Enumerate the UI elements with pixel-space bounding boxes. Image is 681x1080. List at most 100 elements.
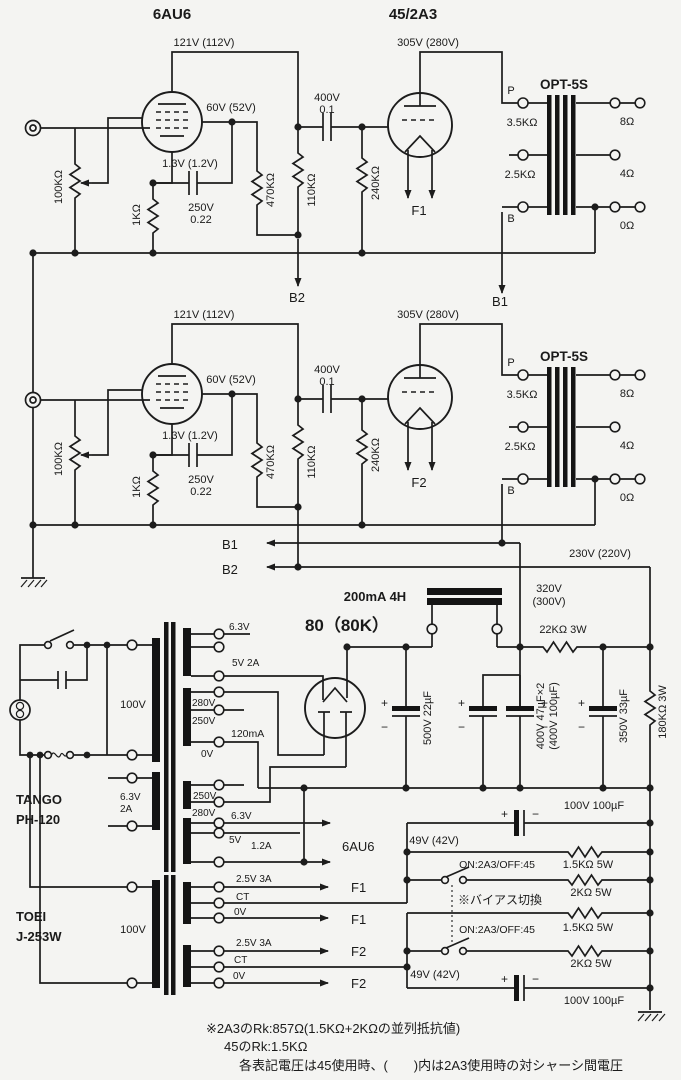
- label-plate-resistor: 110KΩ: [306, 173, 318, 206]
- label-cathode-voltage: 1.3V (1.2V): [162, 430, 218, 442]
- label-opt-p: P: [507, 85, 514, 97]
- label-opt-0ohm: 0Ω: [620, 492, 634, 504]
- label-plate-voltage: 121V (112V): [174, 309, 235, 321]
- label-opt-b: B: [507, 213, 514, 225]
- label-f2-a: F2: [351, 944, 366, 959]
- cap1-minus: −: [381, 720, 388, 734]
- label-opt-name: OPT-5S: [540, 77, 588, 92]
- label-opt-p: P: [507, 357, 514, 369]
- label-plate-resistor: 110KΩ: [306, 445, 318, 478]
- label-pt-0v: 0V: [201, 749, 214, 760]
- label-pt-280: 280V: [192, 698, 216, 709]
- label-filament-1: F1: [411, 203, 426, 218]
- bias-cap-bot-plus: +: [501, 972, 508, 986]
- label-grid-resistor: 240KΩ: [370, 438, 382, 472]
- label-opt-25k: 2.5KΩ: [505, 441, 536, 453]
- label-filament-2: F2: [411, 475, 426, 490]
- label-opt-35k: 3.5KΩ: [507, 117, 538, 129]
- cap3-plus: +: [541, 696, 548, 710]
- label-screen-resistor: 470KΩ: [265, 445, 277, 479]
- channel-1: 6AU6 45/2A3 121V (112V) 305V (280V) OPT-…: [26, 6, 645, 309]
- label-coupling-uf: 0.1: [319, 376, 334, 388]
- label-f1-b: F1: [351, 912, 366, 927]
- label-coupling-v: 400V: [314, 364, 340, 376]
- note-line-3: 各表記電圧は45使用時、( )内は2A3使用時の対シャーシ間電圧: [239, 1058, 623, 1073]
- label-opt-0ohm: 0Ω: [620, 220, 634, 232]
- label-f1-a: F1: [351, 880, 366, 895]
- bias-cap-top-plus: +: [501, 807, 508, 821]
- bias-cap-bot-minus: −: [532, 972, 539, 986]
- cap2-plus: +: [458, 696, 465, 710]
- label-b2-feed: B2: [289, 290, 305, 305]
- label-bias-r1-1: 1.5KΩ 5W: [563, 859, 614, 871]
- label-bias-r1-2: 1.5KΩ 5W: [563, 922, 614, 934]
- label-ft-ct-b: CT: [234, 955, 247, 966]
- tube-title-driver: 6AU6: [153, 6, 191, 23]
- label-bias-switch-note: ※バイアス切換: [458, 893, 542, 907]
- label-opt-35k: 3.5KΩ: [507, 389, 538, 401]
- label-line-voltage: 230V (220V): [569, 548, 631, 560]
- label-opt-b: B: [507, 485, 514, 497]
- label-choke: 200mA 4H: [344, 589, 406, 604]
- label-opt-25k: 2.5KΩ: [505, 169, 536, 181]
- label-output-plate-voltage: 305V (280V): [397, 37, 459, 49]
- label-bias-v-1: 49V (42V): [409, 835, 459, 847]
- label-bypass-cap-v: 250V: [188, 474, 214, 486]
- label-cap4: 350V 33µF: [618, 689, 630, 743]
- label-bias-cap-bottom: 100V 100µF: [564, 995, 624, 1007]
- label-bypass-cap-uf: 0.22: [190, 214, 211, 226]
- label-ft-25a: 2.5V 3A: [236, 874, 272, 885]
- label-bleeder: 180KΩ 3W: [657, 685, 669, 739]
- label-ft-primary: 100V: [120, 924, 146, 936]
- label-cap23-2: (400V 100µF): [548, 682, 560, 749]
- label-dropper: 22KΩ 3W: [539, 624, 587, 636]
- label-pt-brand: TANGO: [16, 792, 62, 807]
- label-cap23-1: 400V 47µF×2: [535, 683, 547, 750]
- label-ft-0v-b: 0V: [233, 971, 246, 982]
- label-output-plate-voltage: 305V (280V): [397, 309, 459, 321]
- label-pt-primary: 100V: [120, 699, 146, 711]
- label-volume-pot: 100KΩ: [53, 442, 65, 476]
- label-cathode-resistor: 1KΩ: [131, 476, 143, 498]
- label-choke-out-v1: 320V: [536, 583, 562, 595]
- label-bias-r2-2: 2KΩ 5W: [570, 958, 612, 970]
- label-grid-resistor: 240KΩ: [370, 166, 382, 200]
- channel-2: 121V (112V) 305V (280V) OPT-5S 60V (52V)…: [26, 309, 645, 567]
- label-bias-sw-2: ON:2A3/OFF:45: [459, 924, 535, 936]
- label-screen-voltage: 60V (52V): [206, 374, 256, 386]
- label-bias-v-2: 49V (42V): [410, 969, 460, 981]
- label-pt-h-rating: 1.2A: [251, 841, 272, 852]
- label-opt-4ohm: 4Ω: [620, 440, 634, 452]
- label-ft-ct-a: CT: [236, 892, 249, 903]
- label-pt-b250: 250V: [193, 791, 217, 802]
- cap4-minus: −: [578, 720, 585, 734]
- label-pt-aux2: 2A: [120, 804, 133, 815]
- label-ft-model: J-253W: [16, 929, 62, 944]
- label-opt-8ohm: 8Ω: [620, 116, 634, 128]
- filament-transformer: TOEI J-253W 100V 2.5V 3A CT 0V 2.5V 3A C…: [16, 751, 407, 995]
- note-line-1: ※2A3のRk:857Ω(1.5KΩ+2KΩの並列抵抗値): [206, 1021, 460, 1036]
- label-pt-aux1: 6.3V: [120, 792, 141, 803]
- label-pt-120ma: 120mA: [231, 728, 264, 740]
- label-b1: B1: [222, 537, 238, 552]
- label-pt-model: PH-120: [16, 812, 60, 827]
- label-pt-h63: 6.3V: [231, 811, 252, 822]
- label-pt-b280: 280V: [192, 808, 216, 819]
- label-cap1: 500V 22µF: [422, 691, 434, 745]
- label-pt-5v: 5V 2A: [232, 658, 260, 669]
- bias-cap-top-minus: −: [532, 807, 539, 821]
- label-b2: B2: [222, 562, 238, 577]
- label-choke-out-v2: (300V): [532, 596, 565, 608]
- label-plate-voltage: 121V (112V): [174, 37, 235, 49]
- cap1-plus: +: [381, 696, 388, 710]
- power-supply: B1 B2 230V (220V) 320V (300V): [9, 537, 669, 1022]
- label-coupling-v: 400V: [314, 92, 340, 104]
- label-screen-voltage: 60V (52V): [206, 102, 256, 114]
- cap3-minus: −: [541, 720, 548, 734]
- label-opt-4ohm: 4Ω: [620, 168, 634, 180]
- cap4-plus: +: [578, 696, 585, 710]
- tube-title-output: 45/2A3: [389, 6, 437, 23]
- label-ft-0v-a: 0V: [234, 907, 247, 918]
